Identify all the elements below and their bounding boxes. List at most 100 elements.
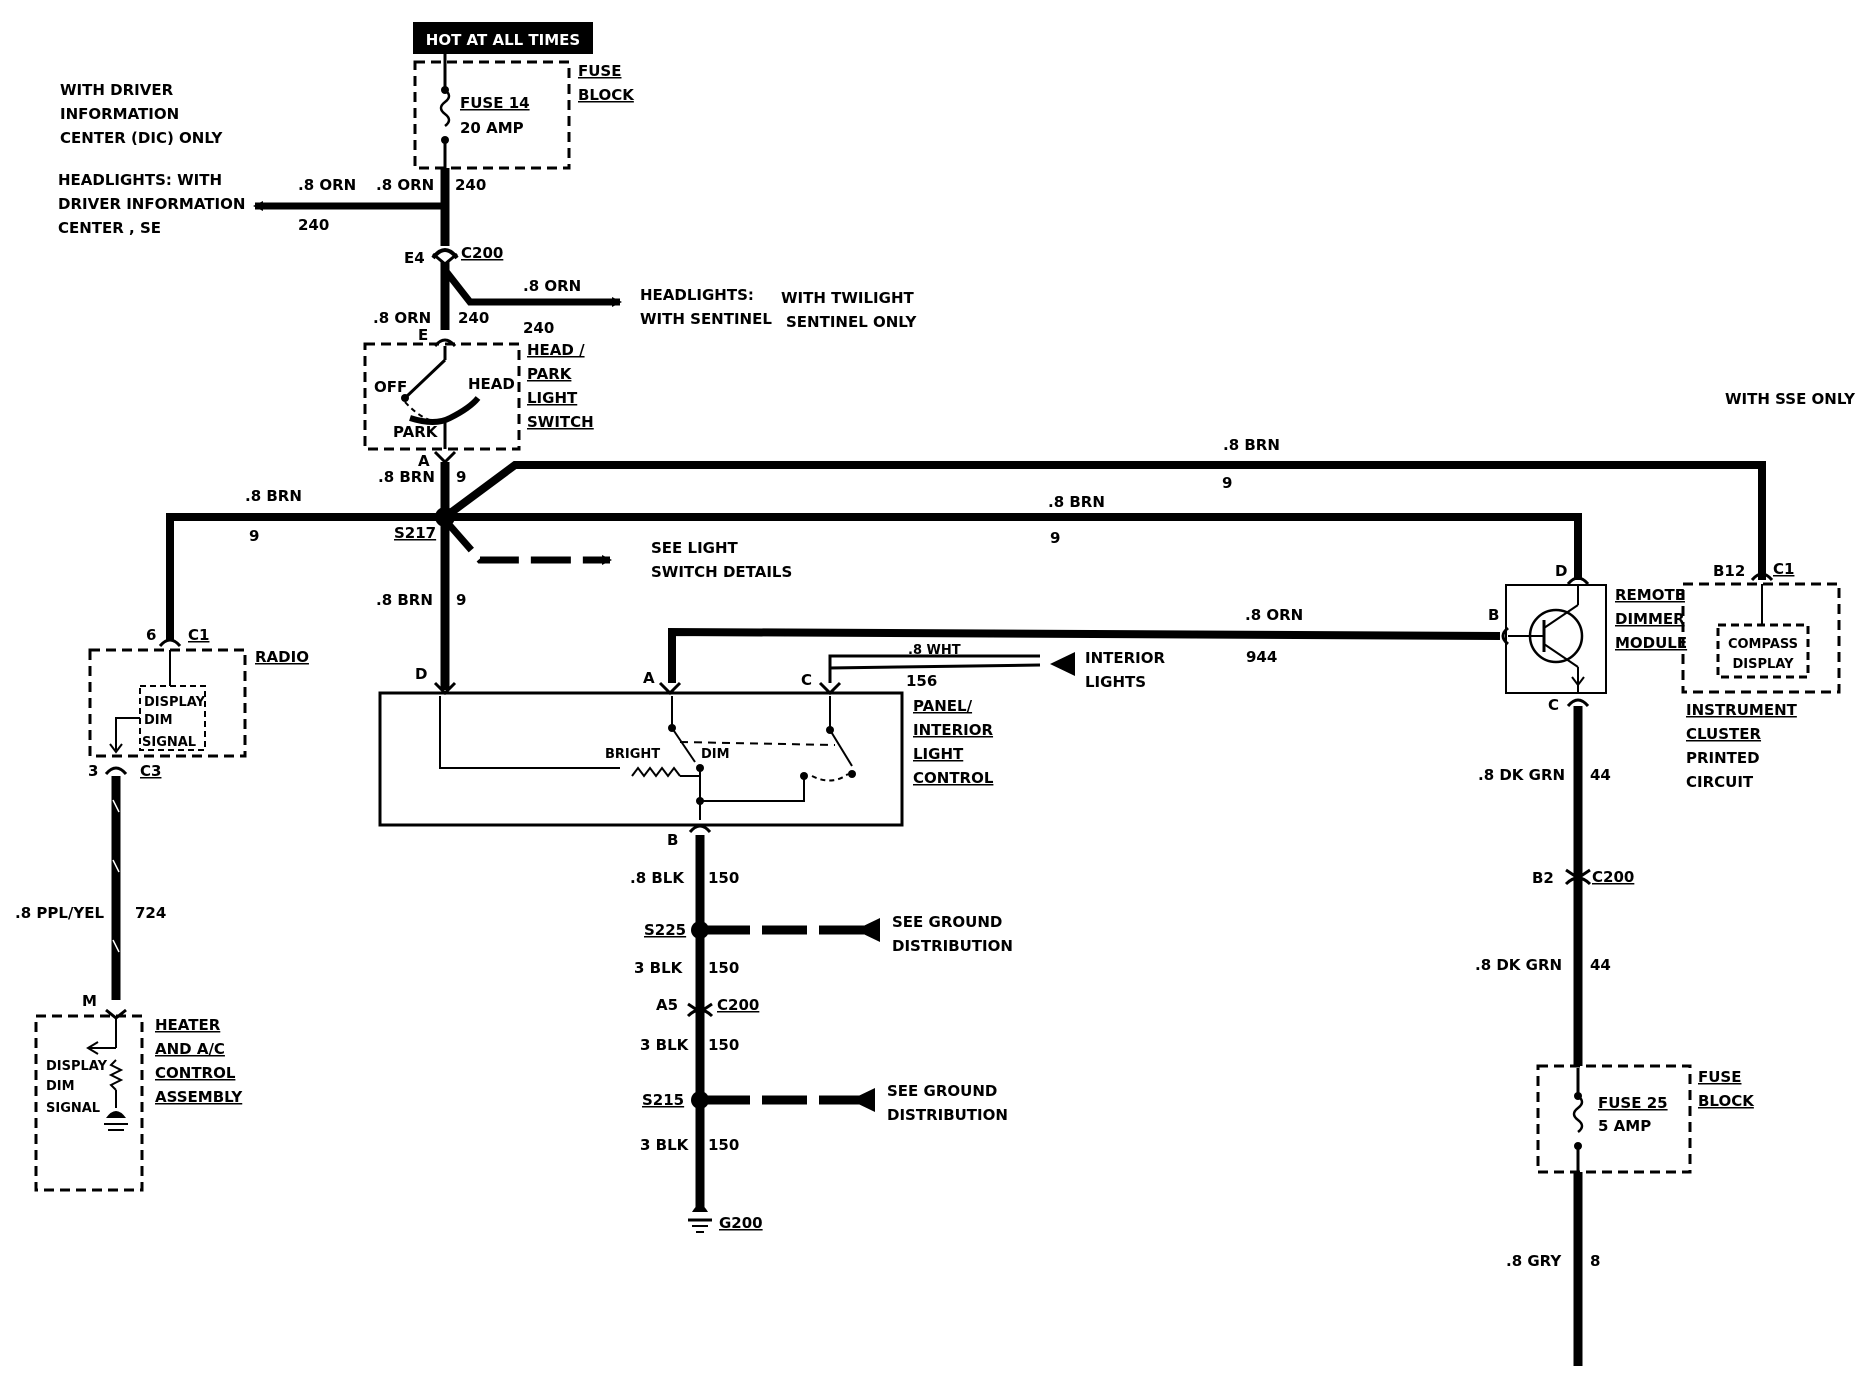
- svg-text:COMPASS: COMPASS: [1728, 637, 1798, 652]
- fuse-block-bottom: FUSE 25 5 AMP FUSE BLOCK: [1536, 1064, 1755, 1174]
- svg-text:CLUSTER: CLUSTER: [1686, 725, 1761, 743]
- svg-text:SENTINEL ONLY: SENTINEL ONLY: [786, 313, 918, 331]
- svg-text:RADIO: RADIO: [255, 648, 309, 666]
- svg-text:.8 PPL/YEL: .8 PPL/YEL: [15, 904, 104, 922]
- svg-text:G200: G200: [719, 1214, 763, 1232]
- svg-text:WITH DRIVER: WITH DRIVER: [60, 81, 174, 99]
- svg-text:BLOCK: BLOCK: [1698, 1092, 1755, 1110]
- svg-text:.8 BRN: .8 BRN: [378, 468, 435, 486]
- svg-text:.8 ORN: .8 ORN: [523, 277, 581, 295]
- svg-text:3: 3: [88, 762, 98, 780]
- svg-text:SIGNAL: SIGNAL: [46, 1101, 100, 1116]
- svg-text:REMOTE: REMOTE: [1615, 586, 1685, 604]
- circuit-8: .8 GRY 8: [1506, 1172, 1600, 1366]
- svg-text:SEE LIGHT: SEE LIGHT: [651, 539, 739, 557]
- svg-text:.8 BRN: .8 BRN: [1048, 493, 1105, 511]
- svg-text:.8 BLK: .8 BLK: [630, 869, 685, 887]
- svg-text:150: 150: [708, 1136, 739, 1154]
- svg-text:.8 ORN: .8 ORN: [298, 176, 356, 194]
- svg-text:DIM: DIM: [46, 1079, 75, 1094]
- svg-text:.8 GRY: .8 GRY: [1506, 1252, 1562, 1270]
- fuse-25-label: FUSE 25: [1598, 1094, 1668, 1112]
- svg-text:CONTROL: CONTROL: [155, 1064, 236, 1082]
- svg-text:C: C: [1548, 696, 1559, 714]
- svg-text:D: D: [1555, 562, 1567, 580]
- svg-text:44: 44: [1590, 766, 1611, 784]
- svg-text:944: 944: [1246, 648, 1277, 666]
- svg-text:A5: A5: [656, 996, 678, 1014]
- svg-text:.8 DK GRN: .8 DK GRN: [1478, 766, 1565, 784]
- svg-text:BRIGHT: BRIGHT: [605, 747, 660, 762]
- svg-text:150: 150: [708, 869, 739, 887]
- svg-text:.8 WHT: .8 WHT: [908, 643, 961, 658]
- svg-text:DRIVER INFORMATION: DRIVER INFORMATION: [58, 195, 245, 213]
- rheostat: [631, 766, 681, 778]
- svg-text:.8 BRN: .8 BRN: [245, 487, 302, 505]
- svg-text:WITH SENTINEL: WITH SENTINEL: [640, 310, 772, 328]
- svg-text:240: 240: [298, 216, 329, 234]
- circuit-724: .8 PPL/YEL 724: [15, 776, 166, 1000]
- svg-text:HEADLIGHTS:: HEADLIGHTS:: [640, 286, 754, 304]
- svg-text:INTERIOR: INTERIOR: [913, 721, 993, 739]
- svg-text:.8 BRN: .8 BRN: [376, 591, 433, 609]
- remote-dimmer-module: D B REMOTE DIMMER MODULE C: [1488, 562, 1687, 714]
- svg-text:.8 ORN: .8 ORN: [376, 176, 434, 194]
- svg-text:9: 9: [456, 468, 466, 486]
- svg-text:INTERIOR: INTERIOR: [1085, 649, 1165, 667]
- panel-interior-light-control: D A C BRIGHT DIM PANEL/ INTERIOR LIGHT C…: [378, 665, 994, 827]
- svg-text:724: 724: [135, 904, 166, 922]
- svg-text:HEATER: HEATER: [155, 1016, 221, 1034]
- svg-text:DISPLAY: DISPLAY: [46, 1059, 108, 1074]
- svg-text:C200: C200: [1592, 868, 1634, 886]
- svg-text:CONTROL: CONTROL: [913, 769, 994, 787]
- circuit-150: B .8 BLK 150 S225 SEE GROUND DISTRIBUTIO…: [630, 824, 1013, 1233]
- svg-text:C: C: [801, 671, 812, 689]
- svg-text:.8 ORN: .8 ORN: [373, 309, 431, 327]
- svg-text:C200: C200: [461, 244, 503, 262]
- svg-text:DIMMER: DIMMER: [1615, 610, 1685, 628]
- svg-text:156: 156: [906, 672, 937, 690]
- ground-g200: [688, 1205, 712, 1233]
- svg-text:C1: C1: [1773, 560, 1794, 578]
- see-light-switch-details: SEE LIGHT SWITCH DETAILS: [651, 539, 792, 581]
- svg-text:44: 44: [1590, 956, 1611, 974]
- svg-text:INFORMATION: INFORMATION: [60, 105, 179, 123]
- radio: 6 C1 DISPLAY DIM SIGNAL RADIO 3 C3: [88, 626, 309, 780]
- svg-text:LIGHT: LIGHT: [527, 389, 578, 407]
- svg-text:9: 9: [1222, 474, 1232, 492]
- svg-text:9: 9: [456, 591, 466, 609]
- fuse-25-rating: 5 AMP: [1598, 1117, 1651, 1135]
- heater-ac-control: M DISPLAY DIM SIGNAL HEATER AND A/C CONT…: [34, 992, 243, 1192]
- svg-text:3 BLK: 3 BLK: [634, 959, 684, 977]
- svg-text:DISTRIBUTION: DISTRIBUTION: [892, 937, 1013, 955]
- svg-text:9: 9: [249, 527, 259, 545]
- svg-text:AND A/C: AND A/C: [155, 1040, 225, 1058]
- svg-text:9: 9: [1050, 529, 1060, 547]
- svg-text:PARK: PARK: [527, 365, 573, 383]
- svg-text:INSTRUMENT: INSTRUMENT: [1686, 701, 1798, 719]
- svg-text:E: E: [418, 326, 428, 344]
- svg-text:SWITCH DETAILS: SWITCH DETAILS: [651, 563, 792, 581]
- svg-text:SIGNAL: SIGNAL: [142, 735, 196, 750]
- svg-text:.8 BRN: .8 BRN: [1223, 436, 1280, 454]
- svg-text:150: 150: [708, 959, 739, 977]
- svg-text:BLOCK: BLOCK: [578, 86, 635, 104]
- svg-text:LIGHT: LIGHT: [913, 745, 964, 763]
- svg-text:C3: C3: [140, 762, 161, 780]
- svg-text:SWITCH: SWITCH: [527, 413, 594, 431]
- svg-text:HEAD: HEAD: [468, 375, 515, 393]
- circuit-944: .8 ORN 944: [668, 606, 1501, 683]
- svg-text:OFF: OFF: [374, 378, 407, 396]
- dic-note: WITH DRIVER INFORMATION CENTER (DIC) ONL…: [60, 81, 224, 147]
- svg-text:S217: S217: [394, 524, 436, 542]
- svg-text:DISPLAY: DISPLAY: [1732, 657, 1794, 672]
- head-park-light-switch: E OFF HEAD PARK HEAD / PARK LIGHT SWITCH…: [363, 326, 594, 470]
- splice-s225: [691, 921, 709, 939]
- svg-text:A: A: [643, 669, 655, 687]
- svg-text:B: B: [667, 831, 678, 849]
- svg-text:WITH TWILIGHT: WITH TWILIGHT: [781, 289, 914, 307]
- svg-text:PRINTED: PRINTED: [1686, 749, 1760, 767]
- circuit-44: .8 DK GRN 44 B2 C200 .8 DK GRN 44: [1475, 698, 1634, 1066]
- svg-text:M: M: [82, 992, 97, 1010]
